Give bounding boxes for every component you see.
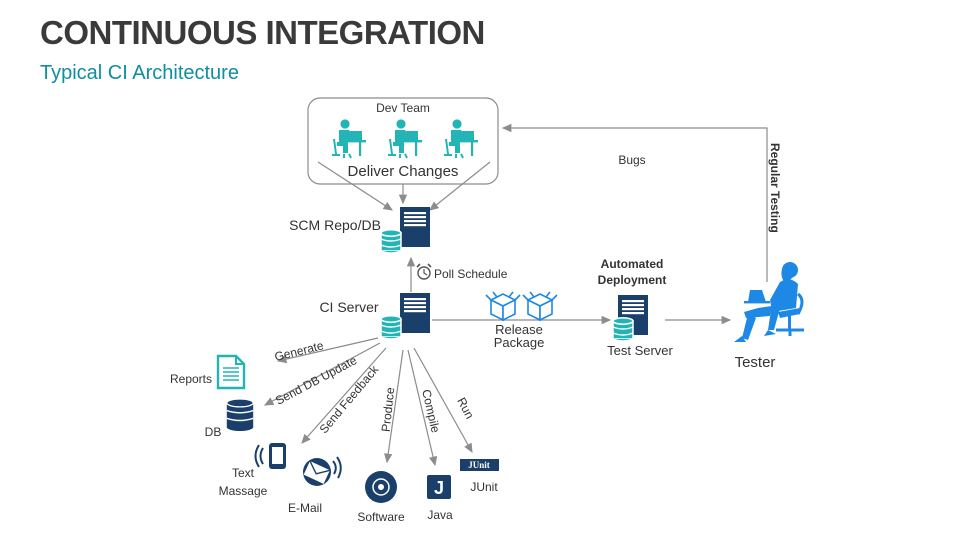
text-message-line2: Massage — [219, 484, 268, 498]
java-logo-icon — [427, 475, 451, 499]
generate-arrow — [276, 337, 379, 364]
email-label: E-Mail — [288, 501, 322, 515]
software-label: Software — [357, 510, 405, 524]
produce-arrow — [384, 349, 404, 464]
regular-testing-label: Regular Testing — [768, 143, 782, 233]
scm-label: SCM Repo/DB — [289, 217, 381, 233]
alarm-clock-icon — [416, 263, 432, 280]
page-title: CONTINUOUS INTEGRATION — [40, 14, 485, 51]
mobile-phone-icon — [254, 443, 286, 469]
generate-label: Generate — [273, 338, 325, 364]
page-subtitle: Typical CI Architecture — [40, 62, 239, 84]
ci-server-icon — [400, 293, 430, 333]
db-label: DB — [205, 425, 222, 439]
tester-label: Tester — [735, 354, 776, 371]
run-arrow — [413, 347, 473, 454]
deliver-changes-label: Deliver Changes — [348, 163, 459, 180]
reports-label: Reports — [170, 372, 212, 386]
java-logo-glyph: J — [434, 478, 444, 498]
send-feedback-arrow — [301, 347, 387, 444]
junit-logo-icon — [460, 459, 499, 471]
dev-team-label: Dev Team — [376, 101, 430, 115]
bugs-feedback-arrow — [501, 123, 768, 282]
open-box-icon — [485, 291, 521, 321]
automated-deployment-line2: Deployment — [598, 273, 667, 287]
junit-label: JUnit — [470, 480, 498, 494]
open-box-icon — [522, 291, 558, 321]
test-server-label: Test Server — [607, 343, 673, 358]
release-package-line2: Package — [494, 335, 545, 350]
compile-arrow — [407, 349, 438, 467]
run-label: Run — [454, 395, 477, 421]
scm-database-icon — [380, 229, 402, 254]
release-package-line1: Release — [495, 322, 543, 337]
poll-schedule-label: Poll Schedule — [434, 267, 508, 281]
report-document-icon — [216, 354, 246, 390]
test-database-icon — [612, 317, 634, 342]
email-envelope-icon — [303, 456, 342, 486]
bugs-label: Bugs — [618, 153, 645, 167]
junit-logo-text: JUnit — [468, 460, 490, 470]
automated-deployment-line1: Automated — [601, 257, 664, 271]
produce-label: Produce — [379, 386, 398, 432]
send-db-update-arrow — [263, 342, 381, 406]
ci-database-icon — [380, 315, 402, 340]
database-icon — [226, 398, 254, 432]
scm-server-icon — [400, 207, 430, 247]
person-at-laptop-icon — [734, 262, 804, 342]
text-message-line1: Text — [232, 466, 255, 480]
deliver-arrow — [317, 161, 394, 211]
java-label: Java — [427, 508, 453, 522]
deliver-arrow — [429, 161, 491, 211]
software-disc-icon — [365, 471, 397, 503]
ci-server-label: CI Server — [319, 299, 378, 315]
